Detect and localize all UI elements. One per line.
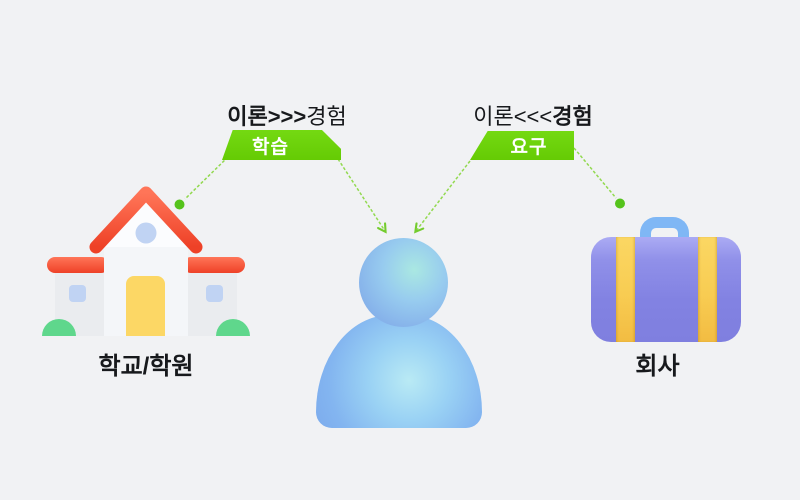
demand-badge: 요구 <box>470 131 574 160</box>
briefcase-body <box>591 237 741 342</box>
briefcase-left-strap <box>616 237 635 342</box>
right-caption-strong: 경험 <box>552 104 593 129</box>
person-body <box>316 315 482 428</box>
school-icon <box>42 186 250 336</box>
left-caption-normal: 경험 <box>306 104 347 129</box>
connector-demand-arrow <box>416 160 471 231</box>
learning-badge-label: 학습 <box>252 136 289 158</box>
connector-company-line <box>573 147 617 199</box>
person-head <box>359 238 448 327</box>
school-right-window <box>206 285 223 302</box>
right-caption: 이론<<<경험 <box>458 99 608 131</box>
left-caption: 이론>>>경험 <box>212 99 362 131</box>
school-right-wing-roof <box>183 257 245 273</box>
demand-badge-label: 요구 <box>510 137 548 158</box>
person-icon <box>315 238 483 430</box>
school-left-wing-roof <box>47 257 109 273</box>
briefcase-handle <box>640 217 689 253</box>
endpoint-dot-school <box>174 199 185 210</box>
school-right-bush <box>216 319 250 336</box>
endpoint-dot-company <box>615 198 625 209</box>
connector-school-line <box>184 156 229 200</box>
school-left-window <box>69 285 86 302</box>
right-caption-normal: 이론<<< <box>473 104 553 129</box>
school-left-bush <box>42 319 76 336</box>
briefcase-right-strap <box>698 237 717 342</box>
left-caption-strong: 이론>>> <box>227 104 307 129</box>
school-roof <box>89 186 203 254</box>
learning-badge: 학습 <box>222 130 341 160</box>
school-door <box>126 276 165 336</box>
school-gable <box>102 195 190 247</box>
connector-learning-arrow <box>337 158 385 231</box>
school-label: 학교/학원 <box>98 353 194 380</box>
briefcase-icon <box>588 212 748 346</box>
school-gable-window <box>135 222 157 244</box>
company-label: 회사 <box>635 353 680 380</box>
